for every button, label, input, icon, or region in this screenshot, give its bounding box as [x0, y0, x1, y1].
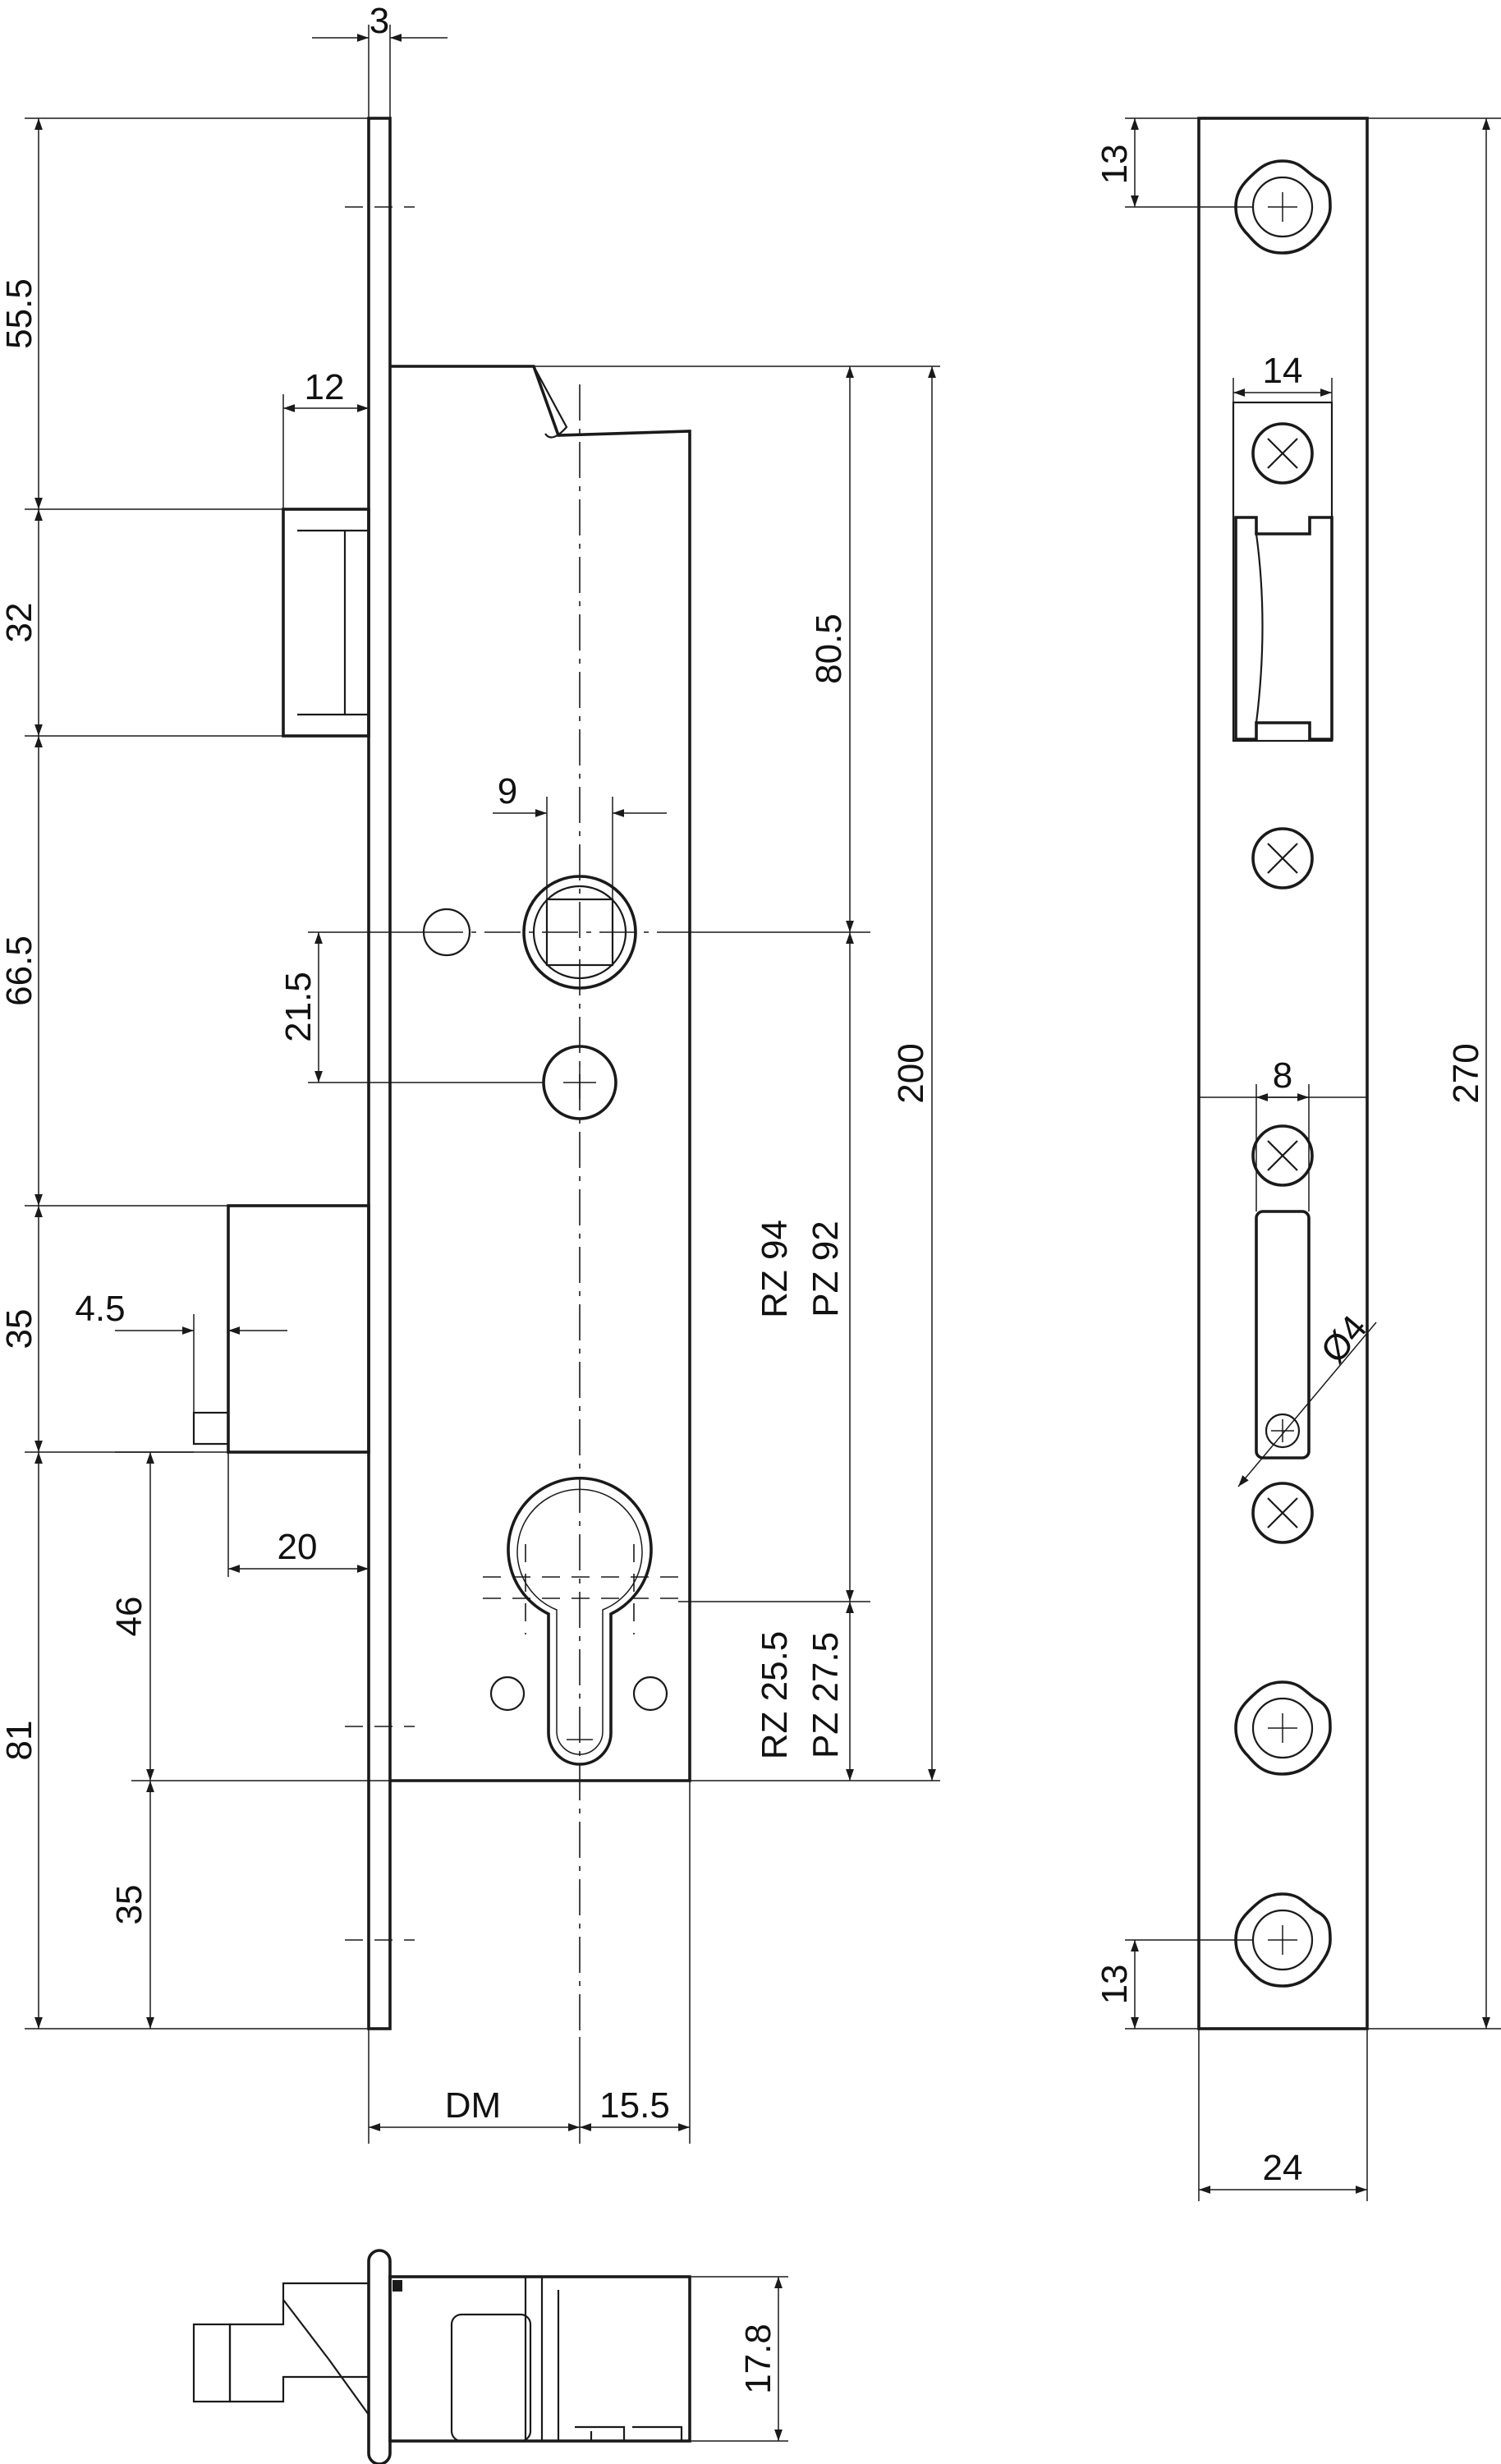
dim-pz-cylinder: PZ 27.5 [806, 1632, 846, 1758]
dim-spindle-to-hole: 21.5 [278, 972, 319, 1042]
section-bracket [524, 2277, 593, 2443]
dim-bolt-projection: 20 [278, 1527, 318, 1567]
front-dimension-lines [1131, 118, 1490, 2194]
section-step [575, 2425, 683, 2441]
phillips-screw-4 [1251, 1482, 1314, 1544]
faceplate [367, 117, 392, 2030]
dim-latch-height: 32 [0, 603, 39, 643]
bottom-extension-lines [690, 2276, 788, 2442]
bolt-opening [1255, 1210, 1311, 1460]
front-extension-lines [1125, 117, 1501, 2201]
dim-top-to-latch: 55.5 [0, 278, 39, 349]
section-corner [392, 2280, 402, 2292]
faceplate-section [367, 2249, 392, 2464]
latch-wedge-1 [282, 2299, 329, 2360]
dim-case-lower: 46 [109, 1597, 149, 1637]
dim-pz-distance: PZ 92 [806, 1221, 846, 1317]
dim-total-length: 270 [1446, 1043, 1486, 1103]
dim-latch-to-bolt: 66.5 [0, 935, 39, 1006]
dim-case-height: 200 [891, 1043, 931, 1103]
dim-faceplate-thickness: 3 [370, 1, 389, 41]
cylinder-hole-right [632, 1676, 668, 1712]
hole-leader [1237, 1322, 1377, 1487]
dim-backset: DM [445, 2085, 501, 2126]
dim-case-depth: 17.8 [738, 2324, 778, 2394]
phillips-screw-1 [1251, 422, 1314, 485]
dimension-lines [34, 34, 936, 2131]
dim-rz-distance: RZ 94 [755, 1220, 795, 1318]
faceplate-front [1197, 117, 1369, 2030]
latch-section [228, 2282, 369, 2403]
dim-latch-opening-width: 14 [1263, 351, 1303, 391]
side-view: 3 55.5 32 66.5 35 81 12 9 21.5 4.5 20 46… [0, 1, 940, 2144]
dim-rz-cylinder: RZ 25.5 [755, 1631, 795, 1760]
dim-latch-projection: 12 [305, 367, 345, 407]
dead-bolt [227, 1204, 370, 1454]
case-notch [533, 365, 568, 439]
profile-cylinder-inner [516, 1488, 643, 1755]
latch-face [1255, 533, 1264, 724]
dim-bolt-height: 35 [0, 1309, 39, 1349]
dim-case-top-to-spindle: 80.5 [809, 614, 849, 684]
phillips-screw-2 [1251, 827, 1314, 890]
bolt-stub [192, 2323, 232, 2403]
case-section [388, 2275, 691, 2443]
dim-cylinder-offset: 15.5 [599, 2085, 670, 2126]
bolt-step [192, 1411, 230, 1446]
dim-bolt-opening-width: 8 [1273, 1055, 1292, 1096]
latch-wedge-2 [328, 2358, 370, 2416]
extension-lines [25, 25, 940, 2144]
dim-faceplate-width: 24 [1263, 2148, 1303, 2188]
section-slot [450, 2313, 532, 2443]
latch-opening [1234, 516, 1333, 741]
dim-top-screw: 13 [1095, 145, 1135, 185]
bottom-view: 17.8 [192, 2249, 788, 2464]
torx-screw-middle [1234, 1680, 1332, 1776]
cylinder-hole-left [489, 1676, 526, 1712]
small-hole [1265, 1413, 1301, 1449]
dim-bottom-section: 35 [109, 1885, 149, 1925]
dim-bottom-screw: 13 [1095, 1965, 1135, 2005]
dim-spindle-width: 9 [498, 771, 517, 811]
profile-cylinder [507, 1477, 653, 1766]
dim-bolt-step: 4.5 [75, 1289, 125, 1329]
latch-bolt [282, 508, 370, 738]
dim-bolt-to-bottom: 81 [0, 1721, 39, 1761]
phillips-screw-3 [1251, 1124, 1314, 1187]
lock-case [390, 365, 691, 1782]
front-view: 13 14 8 Ø4 270 13 24 [1095, 117, 1501, 2201]
